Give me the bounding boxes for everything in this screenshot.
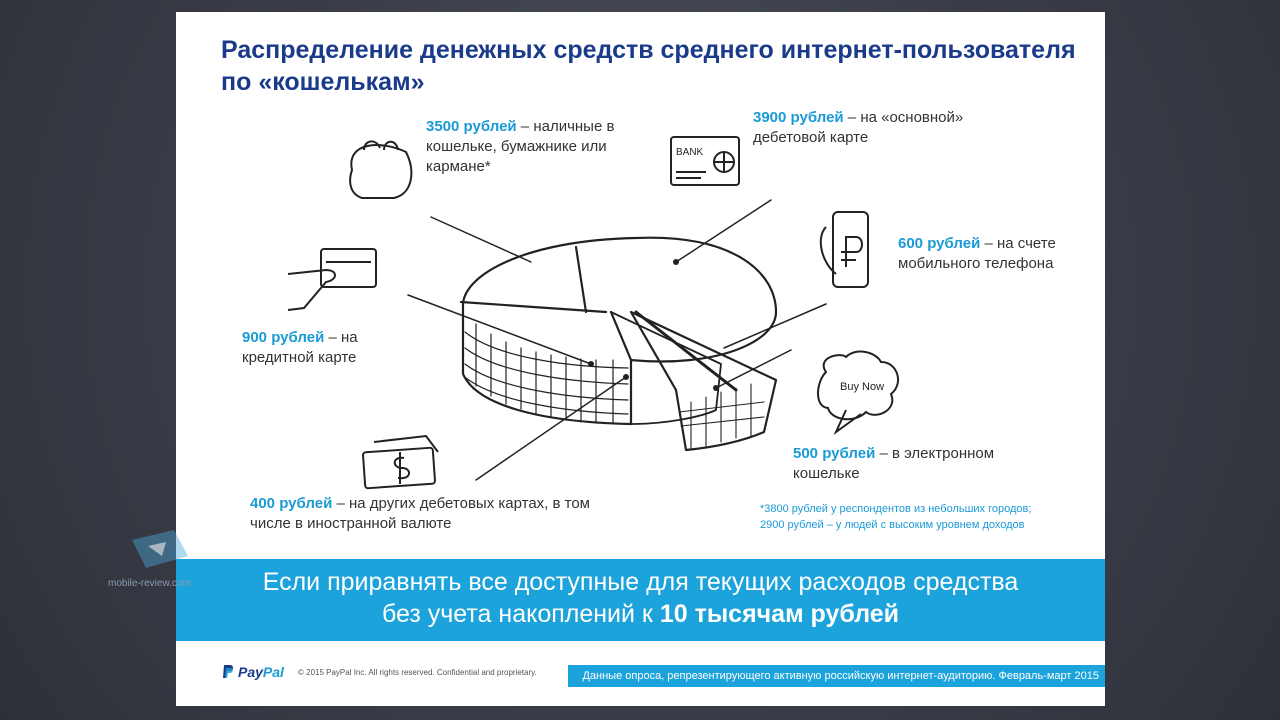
footnote: *3800 рублей у респондентов из небольших…: [760, 501, 1080, 533]
watermark-text: mobile-review.com: [108, 578, 191, 589]
amount-other-debit: 400 рублей: [250, 495, 333, 512]
label-main-debit: 3900 рублей – на «основной» дебетовой ка…: [753, 108, 1033, 148]
buy-now-icon: [817, 350, 900, 436]
label-mobile: 600 рублей – на счете мобильного телефон…: [898, 234, 1088, 274]
logo-pay: Pay: [238, 664, 263, 680]
footnote-line-1: *3800 рублей у респондентов из небольших…: [760, 503, 1032, 515]
amount-mobile: 600 рублей: [898, 235, 981, 252]
source-bar: Данные опроса, репрезентирующего активну…: [568, 665, 1105, 687]
label-cash: 3500 рублей – наличные в кошельке, бумаж…: [426, 117, 636, 177]
amount-main-debit: 3900 рублей: [753, 109, 844, 126]
amount-credit: 900 рублей: [242, 329, 325, 346]
bank-card-icon: [670, 136, 740, 186]
label-other-debit: 400 рублей – на других дебетовых картах,…: [250, 494, 610, 534]
desc-mobile: – на счете мобильного телефона: [898, 235, 1056, 272]
desc-main-debit: – на «основной» дебетовой карте: [753, 109, 964, 146]
banner-line-2-bold: 10 тысячам рублей: [659, 600, 900, 628]
footnote-line-2: 2900 рублей – у людей с высоким уровнем …: [760, 519, 1025, 531]
paypal-p-icon: [223, 665, 233, 678]
desc-ewallet: – в электронном кошельке: [793, 445, 995, 482]
paypal-logo: PayPal: [222, 664, 284, 680]
slide-title: Распределение денежных средств среднего …: [221, 36, 1076, 96]
coin-purse-icon: [349, 140, 413, 199]
banner-line-2-prefix: без учета накоплений к: [381, 600, 660, 628]
phone-ruble-icon: [819, 211, 869, 288]
amount-cash: 3500 рублей: [426, 118, 517, 135]
summary-banner: Если приравнять все доступные для текущи…: [176, 559, 1105, 641]
banner-line-2: без учета накоплений к 10 тысячам рублей: [176, 598, 1105, 630]
bank-card-label: BANK: [676, 147, 704, 158]
banner-line-1: Если приравнять все доступные для текущи…: [262, 568, 1019, 596]
copyright: © 2015 PayPal Inc. All rights reserved. …: [298, 668, 537, 677]
label-ewallet: 500 рублей – в электронном кошельке: [793, 444, 1023, 484]
amount-ewallet: 500 рублей: [793, 445, 876, 462]
banknotes-icon: [362, 434, 439, 490]
logo-pal: Pal: [262, 664, 284, 680]
desc-other-debit: – на других дебетовых картах, в том числ…: [250, 495, 590, 532]
label-credit: 900 рублей – на кредитной карте: [242, 328, 412, 368]
pie-illustration: BANK Buy Now: [287, 136, 900, 490]
buy-now-label: Buy Now: [840, 381, 884, 393]
desc-credit: – на кредитной карте: [242, 329, 358, 366]
slide: Распределение денежных средств среднего …: [176, 12, 1105, 706]
hand-card-icon: [287, 248, 377, 311]
watermark-logo-icon: [132, 530, 188, 568]
desc-cash: – наличные в кошельке, бумажнике или кар…: [426, 118, 615, 175]
